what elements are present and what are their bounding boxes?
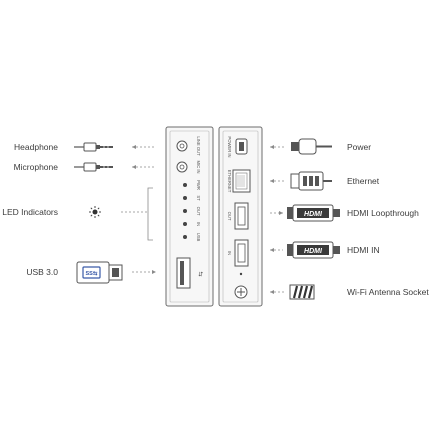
wifi-antenna-label: Wi-Fi Antenna Socket [347,287,429,297]
svg-text:SS⇆: SS⇆ [86,269,98,277]
mic-in-jack [176,161,188,173]
hdmi-loop-plug-icon: HDMI [287,204,340,222]
line-out-jack [176,140,188,152]
led-usb [183,235,187,239]
usb-plug-icon: SS⇆ [76,261,123,284]
led-usb-label: USB [196,233,201,242]
hdmi-logo-text-2: HDMI [304,248,323,255]
right-leader-lines [270,146,285,293]
mic-in-label: MIC IN [196,160,201,173]
headphone-plug-icon [74,142,113,152]
right-arrowheads [270,145,283,294]
led-hdmi-out [183,209,187,213]
hdmi-loopthrough-label: HDMI Loopthrough [347,208,419,218]
hdmi-out-port [234,202,249,230]
ethernet-port [232,169,251,193]
usb-port-icon: ⇆ [197,271,204,276]
power-in-label: POWER IN [227,136,232,157]
usb-port [176,257,191,289]
usb-label: USB 3.0 [26,267,58,277]
right-device-panel: POWER IN ETHERNET OUT IN [218,126,263,307]
led-pwr [183,183,187,187]
led-out-label: OUT [196,207,201,216]
led-status [183,196,187,200]
ethernet-plug-icon [290,171,332,191]
led-indicators-label: LED Indicators [2,207,58,217]
hdmi-in-label: HDMI IN [347,245,380,255]
led-light-icon [89,206,101,218]
left-arrowheads [132,145,156,274]
led-hdmi-in [183,222,187,226]
antenna-icon [289,284,315,300]
hdmi-out-label: OUT [227,212,232,221]
left-device-panel: LINE OUT MIC IN PWR ST OUT IN USB ⇆ [165,126,214,307]
led-in-label: IN [196,222,201,226]
power-label: Power [347,142,372,152]
wifi-antenna-port [234,285,248,299]
power-plug-icon [291,138,332,155]
ethernet-port-label: ETHERNET [227,170,232,193]
reset-pinhole [239,272,243,276]
hdmi-in-port [234,239,249,267]
hdmi-logo-text-1: HDMI [304,211,323,218]
power-in-port [235,138,248,155]
led-pwr-label: PWR [196,180,201,190]
line-out-label: LINE OUT [196,136,201,156]
hdmi-in-plug-icon: HDMI [287,241,340,259]
led-bracket [121,187,153,241]
microphone-label: Microphone [13,162,58,172]
microphone-plug-icon [74,162,113,172]
headphone-label: Headphone [14,142,58,152]
ethernet-label: Ethernet [347,176,380,186]
led-status-label: ST [196,195,201,201]
hdmi-in-label: IN [227,251,232,255]
